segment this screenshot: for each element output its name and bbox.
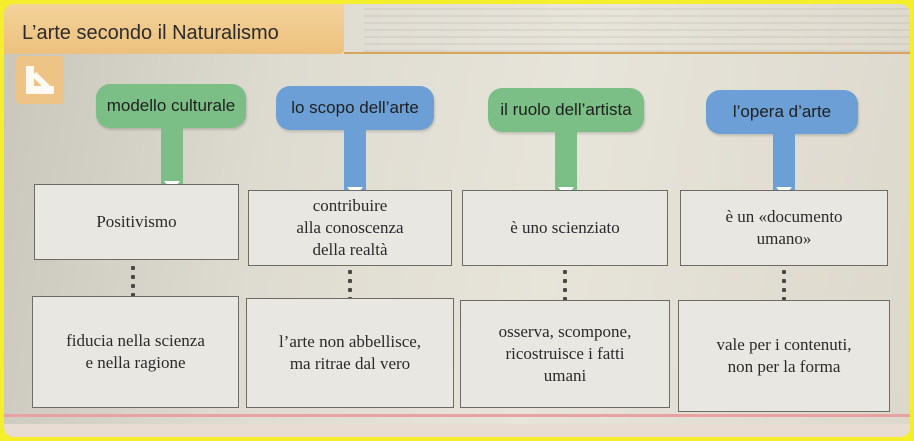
box-text: vale per i contenuti, non per la forma [716,335,852,376]
background-text [364,6,910,52]
header-opera-arte: l’opera d’arte [706,90,858,134]
arrow-down-left-icon [16,56,64,104]
top-box-opera-arte: è un «documento umano» [680,190,888,266]
bottom-box-scopo-arte: l’arte non abbellisce, ma ritrae dal ver… [246,298,454,408]
header-label: lo scopo dell’arte [291,98,419,117]
top-box-ruolo-artista: è uno scienziato [462,190,668,266]
page: L’arte secondo il Naturalismo modello cu… [4,4,910,437]
box-text: è uno scienziato [510,218,620,237]
dotted-connector [131,266,135,302]
bottom-box-modello-culturale: fiducia nella scienza e nella ragione [32,296,239,408]
title-rule [344,52,910,54]
bottom-band [4,424,910,437]
box-text: Positivismo [96,212,177,231]
bottom-rule [4,414,910,417]
bottom-box-ruolo-artista: osserva, scompone, ricostruisce i fatti … [460,300,670,408]
dotted-connector [563,270,567,306]
top-box-modello-culturale: Positivismo [34,184,239,260]
box-text: è un «documento umano» [725,207,843,248]
header-label: modello culturale [106,96,236,115]
header-label: il ruolo dell’artista [500,100,632,119]
title-tab: L’arte secondo il Naturalismo [4,4,344,54]
box-text: l’arte non abbellisce, ma ritrae dal ver… [278,332,422,373]
bottom-box-opera-arte: vale per i contenuti, non per la forma [678,300,890,412]
top-box-scopo-arte: contribuire alla conoscenza della realtà [248,190,452,266]
header-label: l’opera d’arte [732,102,832,121]
header-scopo-arte: lo scopo dell’arte [276,86,434,130]
box-text: osserva, scompone, ricostruisce i fatti … [498,322,632,385]
dotted-connector [782,270,786,306]
box-text: contribuire alla conoscenza della realtà [296,196,404,259]
page-title: L’arte secondo il Naturalismo [22,22,279,44]
box-text: fiducia nella scienza e nella ragione [66,331,205,372]
header-modello-culturale: modello culturale [96,84,246,128]
header-ruolo-artista: il ruolo dell’artista [488,88,644,132]
